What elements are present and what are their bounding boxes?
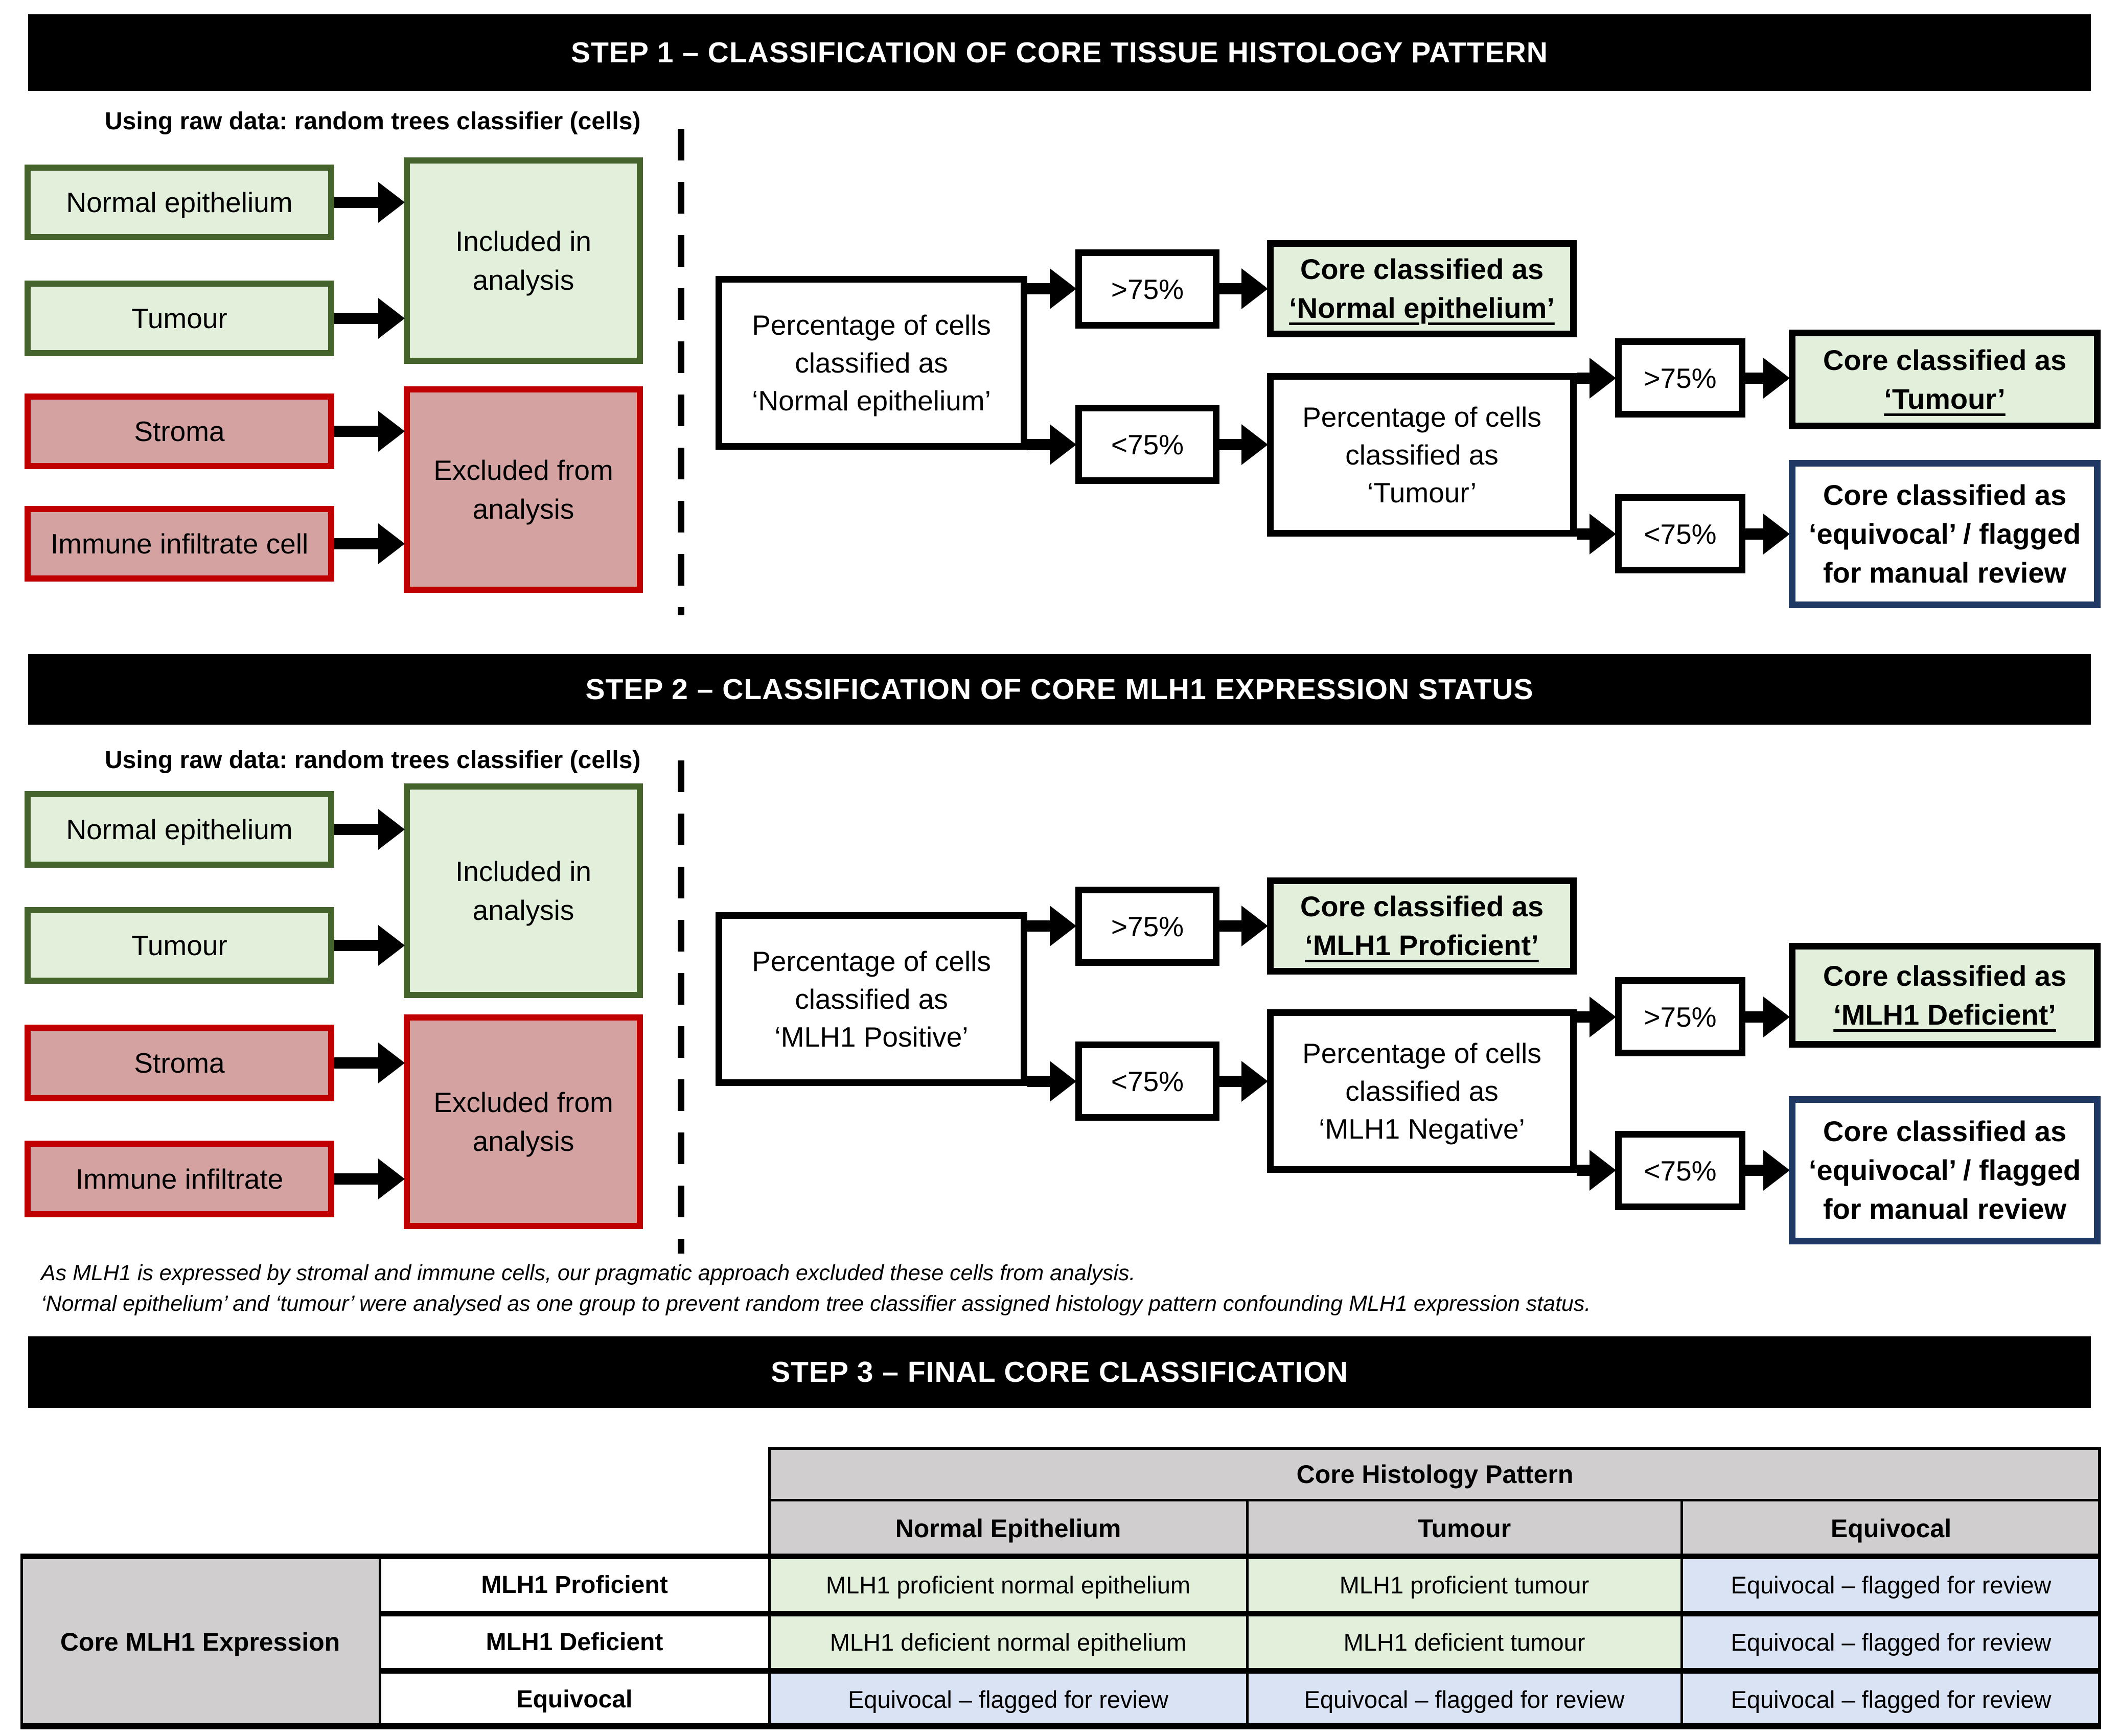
outcome-prefix: Core classified as	[1300, 890, 1544, 922]
category-label: Normal epithelium	[66, 814, 293, 845]
table-border	[380, 1668, 2101, 1674]
step1-category-stroma: Stroma	[25, 394, 334, 469]
step1-classifier-label: Using raw data: random trees classifier …	[105, 108, 641, 135]
step2-category-immune-infiltrate: Immune infiltrate	[25, 1141, 334, 1217]
table-cell: Equivocal – flagged for review	[1682, 1613, 2101, 1671]
table-border	[20, 1556, 23, 1728]
table-row-group-header: Core MLH1 Expression	[20, 1556, 380, 1728]
table-border	[1680, 1501, 1683, 1728]
table-border	[20, 1723, 2101, 1729]
table-row-header-mlh1-proficient: MLH1 Proficient	[380, 1556, 769, 1613]
table-cell: Equivocal – flagged for review	[769, 1671, 1247, 1728]
category-label: Immune infiltrate	[75, 1163, 284, 1195]
step2-lt75-box-b: <75%	[1615, 1131, 1745, 1210]
step3-title-bar: STEP 3 – FINAL CORE CLASSIFICATION	[28, 1336, 2091, 1408]
step1-gt75-box-a: >75%	[1075, 249, 1219, 329]
step1-outcome-normal-epithelium: Core classified as ‘Normal epithelium’	[1267, 240, 1577, 337]
step2-outcome-mlh1-proficient: Core classified as ‘MLH1 Proficient’	[1267, 877, 1577, 975]
step2-category-stroma: Stroma	[25, 1025, 334, 1101]
outcome-prefix: Core classified as	[1300, 253, 1544, 285]
step2-outcome-mlh1-deficient: Core classified as ‘MLH1 Deficient’	[1789, 943, 2101, 1048]
outcome-term: ‘MLH1 Proficient’	[1305, 929, 1539, 961]
category-label: Stroma	[134, 1047, 225, 1079]
table-col-header-equivocal: Equivocal	[1682, 1501, 2101, 1556]
step2-excluded-from-analysis-box: Excluded from analysis	[404, 1014, 643, 1229]
step3-title: STEP 3 – FINAL CORE CLASSIFICATION	[771, 1356, 1348, 1388]
step1-category-tumour: Tumour	[25, 281, 334, 356]
category-label: Immune infiltrate cell	[50, 528, 309, 560]
step2-question-mlh1-negative: Percentage of cells classified as ‘MLH1 …	[1267, 1009, 1577, 1173]
step2-gt75-box-b: >75%	[1615, 977, 1745, 1056]
outcome-term: ‘MLH1 Deficient’	[1833, 998, 2056, 1031]
table-cell: Equivocal – flagged for review	[1682, 1671, 2101, 1728]
category-label: Normal epithelium	[66, 187, 293, 218]
footnote-line-2: ‘Normal epithelium’ and ‘tumour’ were an…	[41, 1291, 1591, 1316]
table-row-header-equivocal: Equivocal	[380, 1671, 769, 1728]
outcome-prefix: Core classified as	[1823, 959, 2067, 992]
step1-lt75-box-b: <75%	[1615, 494, 1745, 573]
table-cell: Equivocal – flagged for review	[1682, 1556, 2101, 1613]
step2-title-bar: STEP 2 – CLASSIFICATION OF CORE MLH1 EXP…	[28, 654, 2091, 725]
table-col-group-header: Core Histology Pattern	[769, 1447, 2101, 1501]
step1-dashed-divider	[678, 129, 684, 615]
table-border	[769, 1499, 2101, 1501]
step1-excluded-from-analysis-box: Excluded from analysis	[404, 386, 643, 593]
outcome-prefix: Core classified as	[1823, 343, 2067, 376]
step1-outcome-tumour: Core classified as ‘Tumour’	[1789, 330, 2101, 429]
step2-classifier-label: Using raw data: random trees classifier …	[105, 747, 641, 774]
step1-category-normal-epithelium: Normal epithelium	[25, 165, 334, 240]
step2-lt75-box-a: <75%	[1075, 1041, 1219, 1121]
table-row-header-mlh1-deficient: MLH1 Deficient	[380, 1613, 769, 1671]
table-col-header-tumour: Tumour	[1247, 1501, 1682, 1556]
category-label: Tumour	[131, 303, 227, 334]
step2-included-in-analysis-box: Included in analysis	[404, 783, 643, 998]
step1-included-in-analysis-box: Included in analysis	[404, 157, 643, 364]
step1-gt75-box-b: >75%	[1615, 338, 1745, 418]
step1-title: STEP 1 – CLASSIFICATION OF CORE TISSUE H…	[571, 36, 1548, 69]
step1-question-tumour: Percentage of cells classified as ‘Tumou…	[1267, 373, 1577, 537]
step2-dashed-divider	[678, 760, 684, 1254]
step1-outcome-equivocal: Core classified as ‘equivocal’ / flagged…	[1789, 460, 2101, 608]
step2-category-normal-epithelium: Normal epithelium	[25, 791, 334, 868]
table-cell: MLH1 deficient normal epithelium	[769, 1613, 1247, 1671]
table-col-header-normal-epithelium: Normal Epithelium	[769, 1501, 1247, 1556]
step2-title: STEP 2 – CLASSIFICATION OF CORE MLH1 EXP…	[585, 673, 1534, 706]
step1-title-bar: STEP 1 – CLASSIFICATION OF CORE TISSUE H…	[28, 14, 2091, 91]
step1-question-normal-epithelium: Percentage of cells classified as ‘Norma…	[716, 276, 1027, 450]
table-border	[769, 1447, 2101, 1450]
table-border	[768, 1447, 771, 1728]
table-cell: Equivocal – flagged for review	[1247, 1671, 1682, 1728]
step2-outcome-equivocal: Core classified as ‘equivocal’ / flagged…	[1789, 1096, 2101, 1244]
table-border	[20, 1554, 2101, 1559]
table-border	[379, 1556, 381, 1728]
category-label: Tumour	[131, 930, 227, 961]
outcome-term: ‘Tumour’	[1884, 382, 2006, 415]
step2-gt75-box-a: >75%	[1075, 887, 1219, 966]
table-cell: MLH1 deficient tumour	[1247, 1613, 1682, 1671]
table-cell: MLH1 proficient normal epithelium	[769, 1556, 1247, 1613]
step1-category-immune-infiltrate-cell: Immune infiltrate cell	[25, 506, 334, 582]
category-label: Stroma	[134, 415, 225, 447]
outcome-term: ‘Normal epithelium’	[1289, 292, 1555, 324]
step1-lt75-box-a: <75%	[1075, 405, 1219, 484]
table-cell: MLH1 proficient tumour	[1247, 1556, 1682, 1613]
table-border	[2098, 1447, 2101, 1729]
table-border	[1246, 1501, 1249, 1728]
step2-category-tumour: Tumour	[25, 907, 334, 984]
footnote-line-1: As MLH1 is expressed by stromal and immu…	[41, 1261, 1136, 1285]
table-border	[380, 1611, 2101, 1616]
step2-question-mlh1-positive: Percentage of cells classified as ‘MLH1 …	[716, 912, 1027, 1086]
